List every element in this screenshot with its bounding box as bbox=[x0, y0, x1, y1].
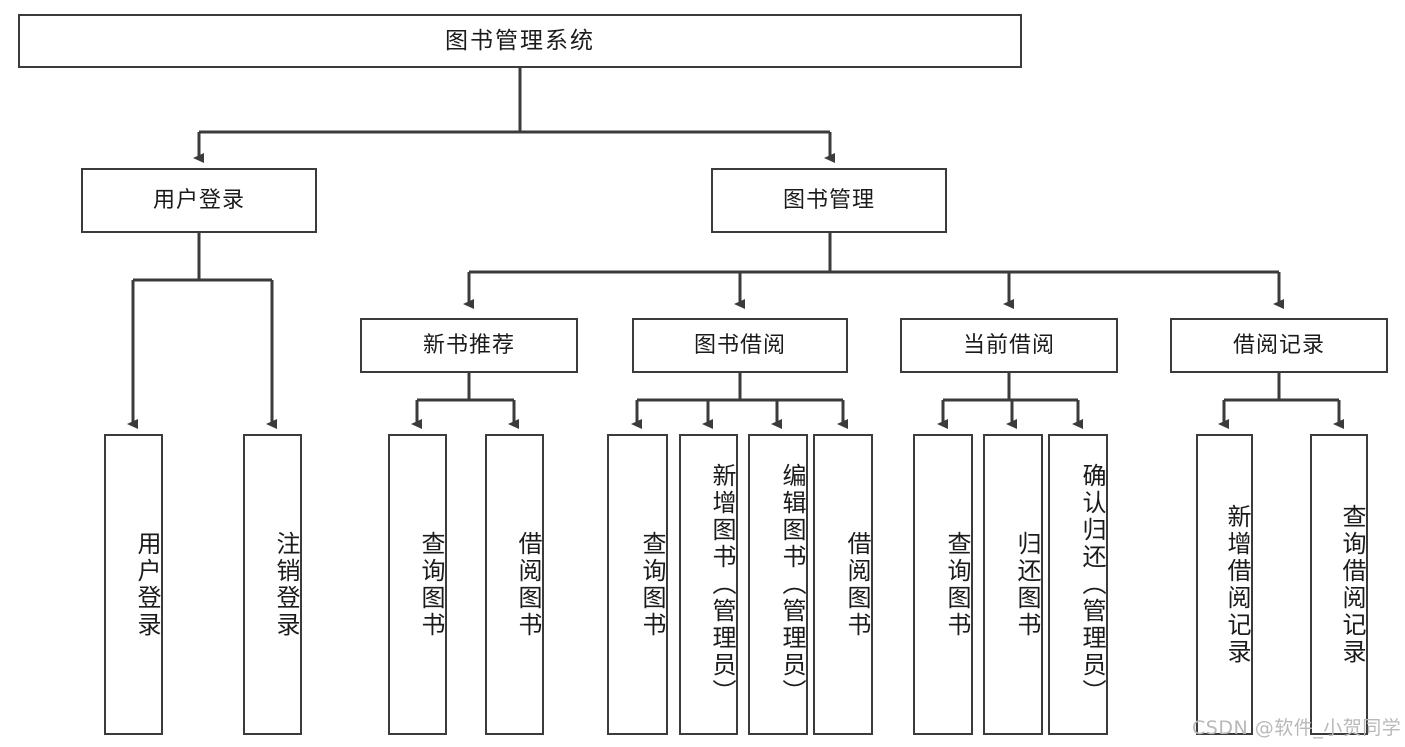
leaf-borrow-query-book[interactable]: 查询图书 bbox=[607, 434, 668, 735]
watermark-label: CSDN @软件_小贺同学 bbox=[1192, 717, 1402, 739]
leaf-new-book-borrow[interactable]: 借阅图书 bbox=[485, 434, 544, 735]
leaf-user-login-signout[interactable]: 注销登录 bbox=[243, 434, 302, 735]
node-book-borrow[interactable]: 图书借阅 bbox=[632, 318, 848, 373]
leaf-record-add[interactable]: 新增借阅记录 bbox=[1196, 434, 1253, 735]
node-borrow-record[interactable]: 借阅记录 bbox=[1170, 318, 1388, 373]
leaf-borrow-borrow-book[interactable]: 借阅图书 bbox=[813, 434, 873, 735]
node-user-login[interactable]: 用户登录 bbox=[81, 168, 317, 233]
node-current-borrow[interactable]: 当前借阅 bbox=[900, 318, 1118, 373]
node-root-system[interactable]: 图书管理系统 bbox=[18, 14, 1022, 68]
leaf-current-confirm-return-admin[interactable]: 确认归还（管理员） bbox=[1048, 434, 1108, 735]
leaf-new-book-query[interactable]: 查询图书 bbox=[388, 434, 447, 735]
node-book-management[interactable]: 图书管理 bbox=[711, 168, 947, 233]
node-new-book-recommend[interactable]: 新书推荐 bbox=[360, 318, 578, 373]
leaf-borrow-edit-book-admin[interactable]: 编辑图书（管理员） bbox=[748, 434, 808, 735]
leaf-borrow-add-book-admin[interactable]: 新增图书（管理员） bbox=[679, 434, 738, 735]
leaf-record-query[interactable]: 查询借阅记录 bbox=[1310, 434, 1368, 735]
leaf-user-login-signin[interactable]: 用户登录 bbox=[104, 434, 163, 735]
leaf-current-return-book[interactable]: 归还图书 bbox=[983, 434, 1043, 735]
leaf-current-query-book[interactable]: 查询图书 bbox=[913, 434, 973, 735]
